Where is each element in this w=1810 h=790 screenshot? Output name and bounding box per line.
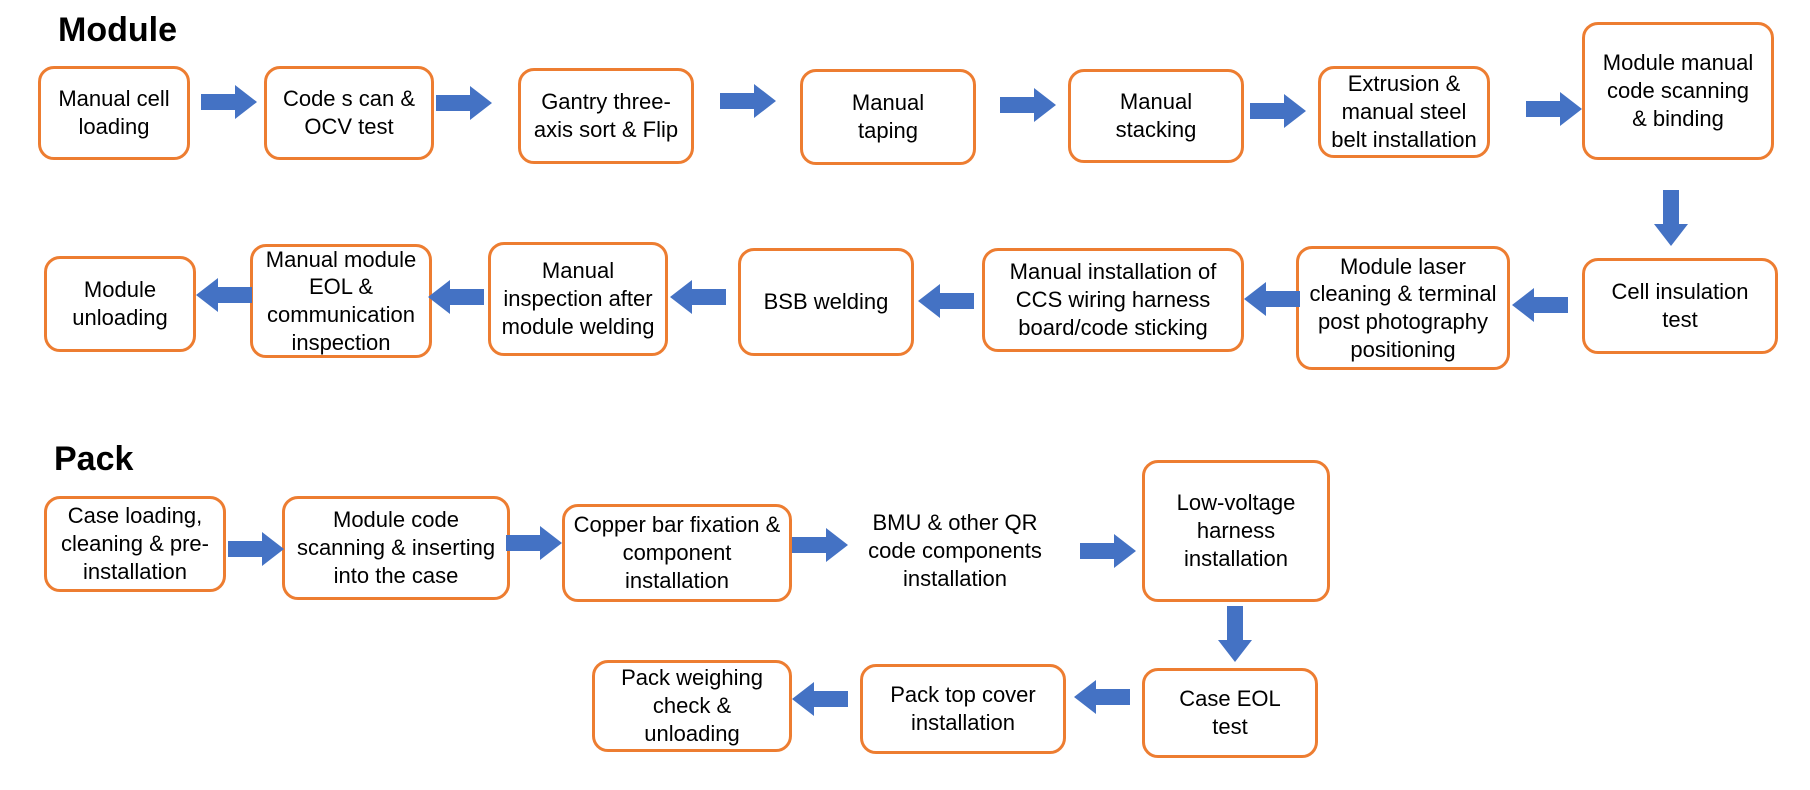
pack-step-label: Pack weighing check & unloading bbox=[621, 665, 763, 746]
pack-step-label: Copper bar fixation & component installa… bbox=[573, 512, 781, 593]
module-step-label: Manual stacking bbox=[1115, 89, 1197, 142]
module-step-label: Manual taping bbox=[851, 90, 925, 143]
arrow-right-icon bbox=[1250, 94, 1306, 128]
arrow-right-icon bbox=[1000, 88, 1056, 122]
module-step-manual-stacking: Manual stacking bbox=[1068, 69, 1244, 163]
pack-step-label: Pack top cover installation bbox=[890, 682, 1036, 735]
pack-step-case-loading: Case loading, cleaning & pre-installatio… bbox=[44, 496, 226, 592]
pack-step-copper-bar-fixation: Copper bar fixation & component installa… bbox=[562, 504, 792, 602]
module-step-manual-inspection-after-welding: Manual inspection after module welding bbox=[488, 242, 668, 356]
module-step-extrusion-steel-belt: Extrusion & manual steel belt installati… bbox=[1318, 66, 1490, 158]
arrow-left-icon bbox=[428, 280, 484, 314]
arrow-down-icon bbox=[1218, 606, 1252, 662]
pack-step-label: Case EOL test bbox=[1179, 686, 1281, 739]
pack-step-case-eol-test: Case EOL test bbox=[1142, 668, 1318, 758]
module-step-ccs-installation-code-sticking: Manual installation of CCS wiring harnes… bbox=[982, 248, 1244, 352]
module-step-gantry-sort-flip: Gantry three-axis sort & Flip bbox=[518, 68, 694, 164]
module-step-label: Manual cell loading bbox=[58, 86, 170, 139]
arrow-right-icon bbox=[436, 86, 492, 120]
module-step-label: Manual inspection after module welding bbox=[501, 258, 655, 339]
pack-section-title: Pack bbox=[54, 440, 134, 478]
module-step-eol-communication-inspection: Manual module EOL & communication inspec… bbox=[250, 244, 432, 358]
module-step-label: BSB welding bbox=[763, 289, 889, 315]
arrow-right-icon bbox=[720, 84, 776, 118]
arrow-right-icon bbox=[506, 526, 562, 560]
pack-step-low-voltage-harness: Low-voltage harness installation bbox=[1142, 460, 1330, 602]
pack-step-top-cover-installation: Pack top cover installation bbox=[860, 664, 1066, 754]
arrow-left-icon bbox=[792, 682, 848, 716]
pack-step-label: BMU & other QR code components installat… bbox=[868, 510, 1042, 591]
pack-step-bmu-qr-components: BMU & other QR code components installat… bbox=[850, 500, 1060, 602]
arrow-right-icon bbox=[201, 85, 257, 119]
pack-step-label: Low-voltage harness installation bbox=[1176, 490, 1296, 571]
module-step-label: Manual installation of CCS wiring harnes… bbox=[1009, 259, 1217, 340]
module-step-cell-insulation-test: Cell insulation test bbox=[1582, 258, 1778, 354]
arrow-left-icon bbox=[1074, 680, 1130, 714]
module-step-label: Extrusion & manual steel belt installati… bbox=[1331, 71, 1477, 152]
pack-step-module-code-scanning-inserting: Module code scanning & inserting into th… bbox=[282, 496, 510, 600]
module-step-laser-cleaning-photography: Module laser cleaning & terminal post ph… bbox=[1296, 246, 1510, 370]
arrow-left-icon bbox=[1244, 282, 1300, 316]
arrow-left-icon bbox=[918, 284, 974, 318]
module-section-title: Module bbox=[58, 11, 177, 49]
module-step-manual-cell-loading: Manual cell loading bbox=[38, 66, 190, 160]
module-step-bsb-welding: BSB welding bbox=[738, 248, 914, 356]
module-step-label: Code s can & OCV test bbox=[282, 86, 416, 139]
module-step-label: Module manual code scanning & binding bbox=[1602, 50, 1754, 131]
pack-step-label: Module code scanning & inserting into th… bbox=[296, 507, 496, 588]
arrow-left-icon bbox=[196, 278, 252, 312]
arrow-right-icon bbox=[792, 528, 848, 562]
module-step-label: Manual module EOL & communication inspec… bbox=[265, 246, 417, 355]
arrow-left-icon bbox=[1512, 288, 1568, 322]
pack-step-weighing-check-unloading: Pack weighing check & unloading bbox=[592, 660, 792, 752]
module-step-code-scan-ocv-test: Code s can & OCV test bbox=[264, 66, 434, 160]
module-step-label: Module laser cleaning & terminal post ph… bbox=[1309, 253, 1497, 362]
module-step-label: Gantry three-axis sort & Flip bbox=[533, 89, 679, 142]
pack-step-label: Case loading, cleaning & pre-installatio… bbox=[61, 503, 209, 584]
module-step-manual-code-scanning-binding: Module manual code scanning & binding bbox=[1582, 22, 1774, 160]
arrow-left-icon bbox=[670, 280, 726, 314]
module-step-label: Module unloading bbox=[72, 277, 168, 330]
module-step-manual-taping: Manual taping bbox=[800, 69, 976, 165]
arrow-right-icon bbox=[228, 532, 284, 566]
arrow-right-icon bbox=[1526, 92, 1582, 126]
arrow-down-icon bbox=[1654, 190, 1688, 246]
module-step-module-unloading: Module unloading bbox=[44, 256, 196, 352]
arrow-right-icon bbox=[1080, 534, 1136, 568]
module-step-label: Cell insulation test bbox=[1611, 279, 1749, 332]
